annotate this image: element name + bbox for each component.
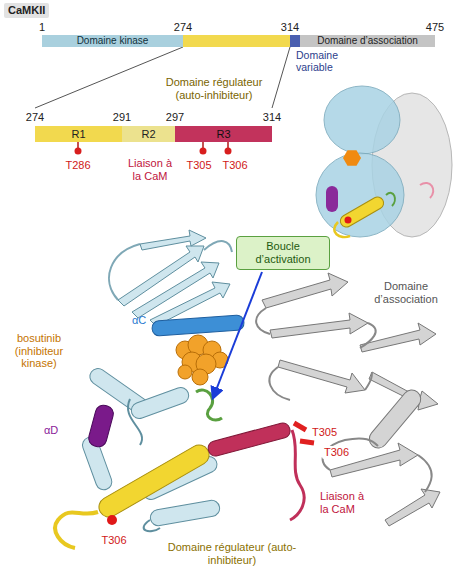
position-number: 274 [26, 111, 44, 124]
zoom-line [35, 47, 290, 108]
annotation-label: T306 [322, 446, 351, 459]
schematic-cartoon [326, 186, 338, 212]
alpha-c-helix [152, 315, 245, 336]
phospho-pin [225, 148, 232, 155]
association-domain-ribbon [365, 372, 372, 390]
association-domain-ribbon [323, 438, 378, 470]
schematic-cartoon [338, 195, 386, 229]
association-domain-ribbon [278, 360, 365, 393]
figure-title: CaMKII [4, 3, 49, 18]
position-number: Domaine régulateur (auto-inhibiteur) [158, 76, 270, 101]
schematic-cartoon [334, 222, 350, 237]
kinase-c-lobe [149, 499, 221, 527]
phospho-pin [77, 142, 79, 148]
pointer-arrow [213, 272, 262, 398]
annotation-label: T306 [222, 159, 247, 172]
annotation-label: Liaison à la CaM [125, 157, 175, 182]
kinase-c-lobe [144, 520, 160, 531]
annotation-label: Domaine régulateur (auto-inhibiteur) [167, 541, 297, 566]
annotation-label: T305 [310, 426, 339, 439]
regulatory-segment [183, 35, 290, 47]
regulatory-helix [55, 441, 213, 548]
activation-loop [196, 390, 222, 420]
activation-loop [196, 390, 222, 420]
schematic-cartoon [316, 153, 404, 237]
cam-binding-helix [207, 421, 292, 457]
kinase-n-lobe [204, 241, 232, 252]
phospho-pin [200, 148, 207, 155]
node-label: R1 [71, 126, 85, 142]
schematic-cartoon [324, 86, 400, 154]
region-bar: R1 [35, 126, 122, 142]
schematic-cartoon [316, 86, 452, 237]
annotation-label: T286 [65, 159, 90, 172]
position-number: 314 [263, 111, 281, 124]
node-label: Domaine d’association [317, 35, 418, 47]
region-bar: R3 [175, 126, 272, 142]
cam-binding-helix [300, 441, 314, 443]
position-number: 291 [113, 111, 131, 124]
cam-binding-helix [207, 421, 314, 520]
zoom-line [272, 47, 290, 108]
annotation-label: αC [132, 314, 146, 327]
regulatory-segment [183, 35, 290, 47]
association-domain-ribbon [385, 489, 440, 526]
node-label: Boucle d’activation [243, 240, 323, 265]
annotation-label: T305 [186, 159, 211, 172]
bosutinib-spheres [192, 369, 208, 385]
phospho-pin [202, 142, 204, 148]
regulatory-helix [107, 515, 117, 525]
position-number: 274 [174, 21, 192, 34]
association-domain-ribbon [269, 367, 290, 400]
region-bar: R2 [122, 126, 175, 142]
kinase-domain-bar: Domaine kinase [42, 35, 183, 47]
association-domain-ribbon [360, 323, 436, 352]
phospho-pin [75, 142, 232, 155]
node-label: R3 [216, 126, 230, 142]
zoom-line [35, 47, 183, 108]
association-domain-ribbon [262, 273, 348, 308]
alpha-d-helix [87, 403, 115, 448]
callout-box: Boucle d’activation [236, 236, 330, 270]
association-domain-ribbon [256, 308, 270, 334]
phospho-pin [75, 148, 82, 155]
annotation-label: Domaine d’association [360, 280, 452, 305]
bosutinib-spheres [178, 365, 192, 379]
phospho-pin [227, 142, 229, 148]
association-domain-ribbon [256, 273, 440, 526]
regulatory-helix [95, 441, 212, 520]
position-number: 297 [166, 111, 184, 124]
association-domain-ribbon [418, 455, 432, 492]
node-label: R2 [141, 126, 155, 142]
annotation-label: T306 [101, 534, 126, 547]
schematic-cartoon [420, 183, 433, 198]
annotation-label: Liaison à la CaM [318, 490, 372, 515]
position-number: 1 [39, 21, 45, 34]
alpha-d-helix [87, 403, 115, 448]
kinase-c-lobe [128, 399, 142, 445]
node-label: Domaine kinase [77, 35, 149, 47]
alpha-c-helix [152, 315, 245, 336]
regulatory-helix [55, 512, 98, 548]
kinase-n-lobe [140, 230, 206, 250]
schematic-cartoon [386, 193, 395, 206]
pointer-arrow [213, 272, 262, 398]
kinase-n-lobe [109, 230, 232, 326]
annotation-label: bosutinib (inhibiteur kinase) [4, 332, 74, 370]
variable-domain-bar: Domaine variable [290, 35, 300, 47]
annotation-label: αD [44, 424, 58, 437]
position-number: 475 [426, 21, 444, 34]
schematic-cartoon [343, 150, 361, 166]
association-domain-ribbon [270, 313, 368, 338]
cam-binding-helix [294, 423, 306, 430]
schematic-cartoon [345, 217, 352, 224]
position-number: 314 [281, 21, 299, 34]
node-label: Domaine variable [296, 49, 350, 73]
association-domain-bar: Domaine d’association [300, 35, 435, 47]
kinase-c-lobe [129, 385, 191, 421]
association-domain-ribbon [360, 323, 376, 348]
